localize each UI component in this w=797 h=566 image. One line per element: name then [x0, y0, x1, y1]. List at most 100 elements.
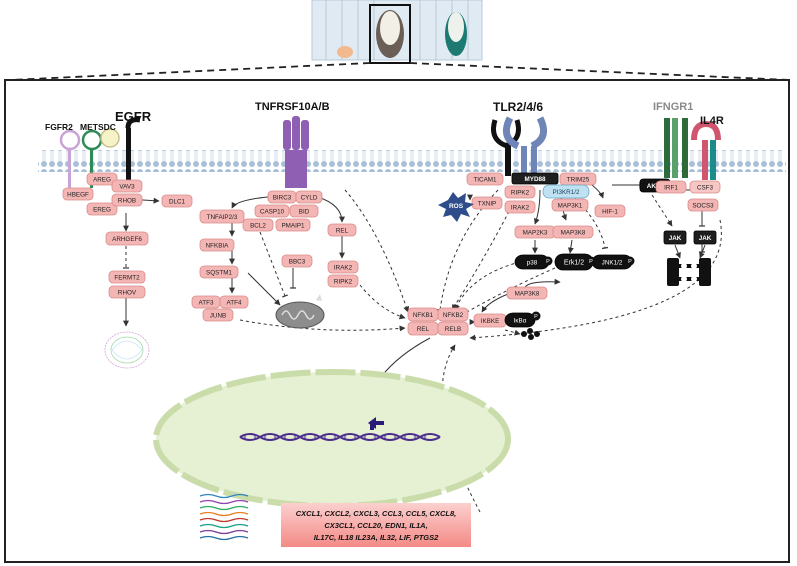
fermt2-box — [108, 270, 146, 284]
rhov-label: RHOV — [118, 289, 137, 296]
node-ikba: IκBα — [504, 312, 536, 328]
ros-label: ROS — [449, 203, 464, 210]
tnfaip23-box — [199, 209, 245, 224]
tlr-label: TLR2/4/6 — [493, 100, 543, 114]
node-jak-right: JAK — [693, 230, 717, 245]
node-pmaip1: PMAIP1 — [275, 218, 311, 232]
ripk2-label: RIPK2 — [511, 189, 530, 196]
map3k1-label: MAP3K1 — [558, 202, 583, 209]
atf4-label: ATF4 — [227, 299, 242, 306]
nfkb1-label: NFKB1 — [413, 312, 434, 319]
jak-left-box — [663, 230, 687, 245]
ripk2-box — [327, 274, 359, 288]
nfkb2-box — [437, 307, 469, 322]
bbc3-label: BBC3 — [289, 258, 306, 265]
hif1-box — [594, 204, 626, 218]
p-badge-ikba-label: P — [534, 314, 538, 320]
map3k8a-label: MAP3K8 — [561, 229, 586, 236]
sqstm1-box — [199, 265, 239, 279]
junb-box — [202, 308, 234, 322]
pi3kr-label: PI3KR1/2 — [553, 189, 580, 196]
tnfaip23-label: TNFAIP2/3 — [207, 214, 238, 221]
map3k8a-box — [552, 225, 594, 239]
ticam1-label: TICAM1 — [473, 176, 497, 183]
map3k1-box — [551, 198, 589, 212]
jak-right-box — [693, 230, 717, 245]
node-map2k3: MAP2K3 — [514, 225, 556, 239]
fgfr2-receptor — [59, 129, 81, 188]
arhgef6-label: ARHGEF6 — [112, 236, 142, 243]
bcl2-label: BCL2 — [250, 222, 266, 229]
myd88-box — [511, 172, 559, 185]
rhob-box — [111, 193, 143, 207]
p-badge-p38-label: P — [546, 259, 550, 265]
jak-right-label: JAK — [699, 235, 712, 242]
node-birc3: BIRC3 — [267, 190, 297, 204]
node-areg: AREG — [86, 172, 118, 186]
ifngr1-receptor — [664, 118, 688, 178]
node-nfkbia: NFKBIA — [199, 238, 235, 252]
areg-label: AREG — [93, 176, 111, 183]
irak2-box — [327, 260, 359, 274]
tnfrsf-receptor — [283, 116, 309, 188]
node-sqstm1: SQSTM1 — [199, 265, 239, 279]
node-ripk2: RIPK2 — [327, 274, 359, 288]
node-nfkb1: NFKB1 — [407, 307, 439, 322]
metsdc-receptor — [81, 128, 120, 188]
tnfrsf-label: TNFRSF10A/B — [255, 101, 330, 113]
ticam1-box — [466, 172, 504, 186]
pmaip1-box — [275, 218, 311, 232]
ripk2-box — [504, 185, 536, 199]
rhov-box — [108, 285, 146, 299]
nfkbia-box — [199, 238, 235, 252]
atf4-box — [219, 295, 249, 309]
p-badge-ikba: P — [531, 311, 541, 321]
pmaip1-label: PMAIP1 — [281, 222, 305, 229]
node-irf1: IRF1 — [655, 180, 687, 194]
birc3-label: BIRC3 — [273, 194, 292, 201]
cell-membrane — [38, 150, 786, 172]
node-atf3: ATF3 — [191, 295, 221, 309]
bid-box — [289, 204, 319, 218]
rhob-label: RHOB — [118, 197, 136, 204]
hbegf-label: HBEGF — [67, 191, 89, 198]
atf3-label: ATF3 — [199, 299, 214, 306]
node-dlc1: DLC1 — [161, 194, 193, 208]
ifngr1-label: IFNGR1 — [653, 101, 693, 113]
erk-label: Erk1/2 — [564, 259, 584, 266]
sqstm1-label: SQSTM1 — [206, 269, 232, 276]
p38-label: p38 — [527, 259, 538, 266]
casp10-label: CASP10 — [260, 208, 285, 215]
node-trim25: TRIM25 — [559, 172, 597, 186]
irak2-label: IRAK2 — [511, 204, 530, 211]
hif1-label: HIF-1 — [602, 208, 618, 215]
p-badge-erk: P — [586, 256, 596, 266]
node-ripk2: RIPK2 — [504, 185, 536, 199]
bcl2-box — [242, 218, 274, 232]
socs3-box — [687, 198, 719, 212]
irak2-box — [504, 200, 536, 214]
node-ticam1: TICAM1 — [466, 172, 504, 186]
arhgef6-box — [105, 231, 149, 246]
irf1-label: IRF1 — [664, 184, 678, 191]
node-ereg: EREG — [86, 202, 118, 216]
node-fermt2: FERMT2 — [108, 270, 146, 284]
il4r-label: IL4R — [700, 115, 724, 127]
ikbke-label: IKBKE — [481, 318, 500, 325]
jak-left-label: JAK — [669, 235, 682, 242]
cytokine-gene-box: CXCL1, CXCL2, CXCL3, CCL3, CCL5, CXCL8, … — [281, 503, 471, 547]
ikba-label: IκBα — [514, 317, 527, 324]
map3k8b-label: MAP3K8 — [515, 290, 540, 297]
node-casp10: CASP10 — [254, 204, 290, 218]
node-irak2: IRAK2 — [504, 200, 536, 214]
node-hbegf: HBEGF — [62, 187, 94, 201]
txnip-label: TXNIP — [478, 200, 497, 207]
node-tnfaip23: TNFAIP2/3 — [199, 209, 245, 224]
node-rhob: RHOB — [111, 193, 143, 207]
p-badge-jnk: P — [625, 256, 635, 266]
cytokine-line-1: CXCL1, CXCL2, CXCL3, CCL3, CCL5, CXCL8, — [296, 509, 456, 518]
relb-label: RELB — [445, 326, 461, 333]
map2k3-label: MAP2K3 — [523, 229, 548, 236]
trim25-label: TRIM25 — [567, 176, 590, 183]
